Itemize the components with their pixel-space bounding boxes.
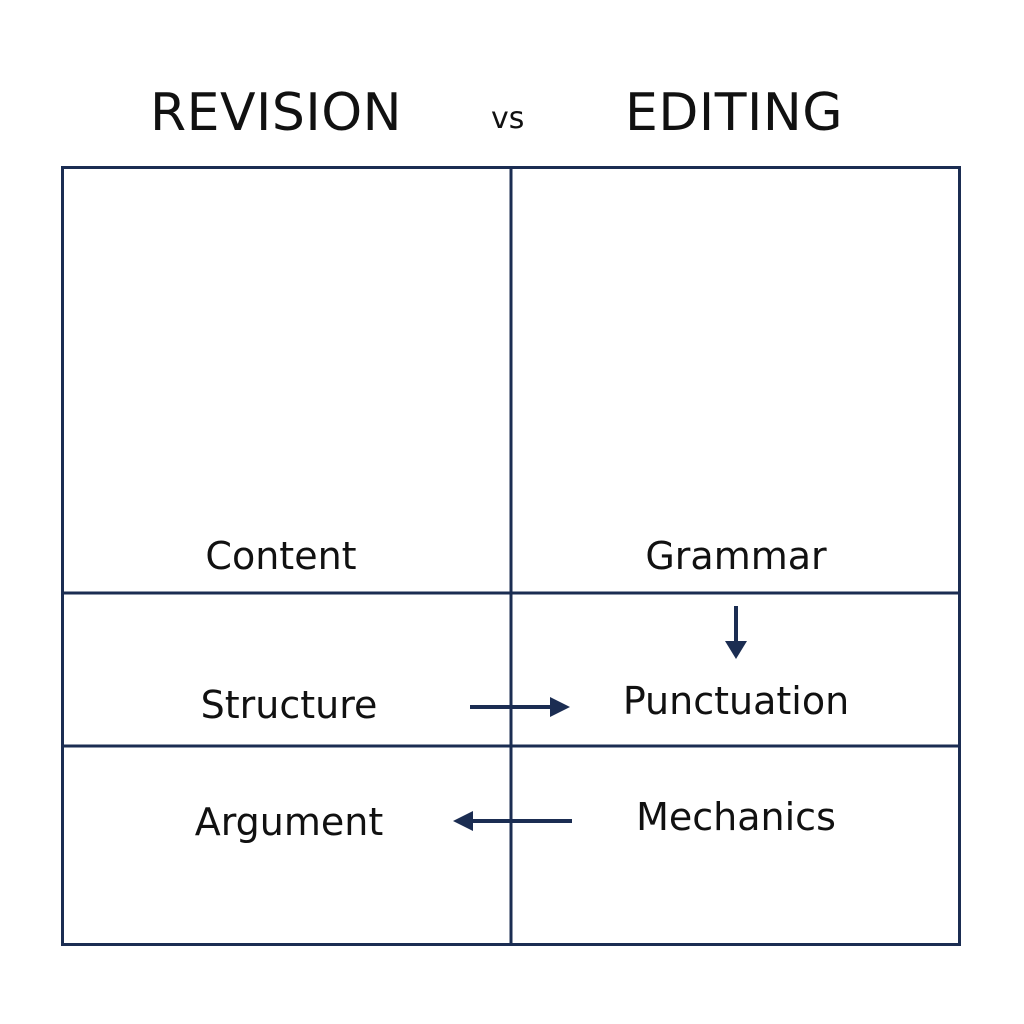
label-grammar: Grammar xyxy=(645,534,827,578)
label-mechanics: Mechanics xyxy=(636,795,836,839)
title-vs: vs xyxy=(491,101,525,136)
label-structure: Structure xyxy=(200,683,378,727)
label-punctuation: Punctuation xyxy=(622,679,850,723)
title-revision: REVISION xyxy=(150,83,403,143)
comparison-grid: Content Structure Argument Grammar Punct… xyxy=(61,166,961,946)
arrowhead-right xyxy=(550,697,570,717)
arrowhead-left xyxy=(453,811,473,831)
arrowhead-down xyxy=(725,641,747,659)
label-argument: Argument xyxy=(194,800,384,844)
grid-lines xyxy=(61,166,961,946)
title-editing: EDITING xyxy=(625,83,844,143)
label-content: Content xyxy=(205,534,357,578)
